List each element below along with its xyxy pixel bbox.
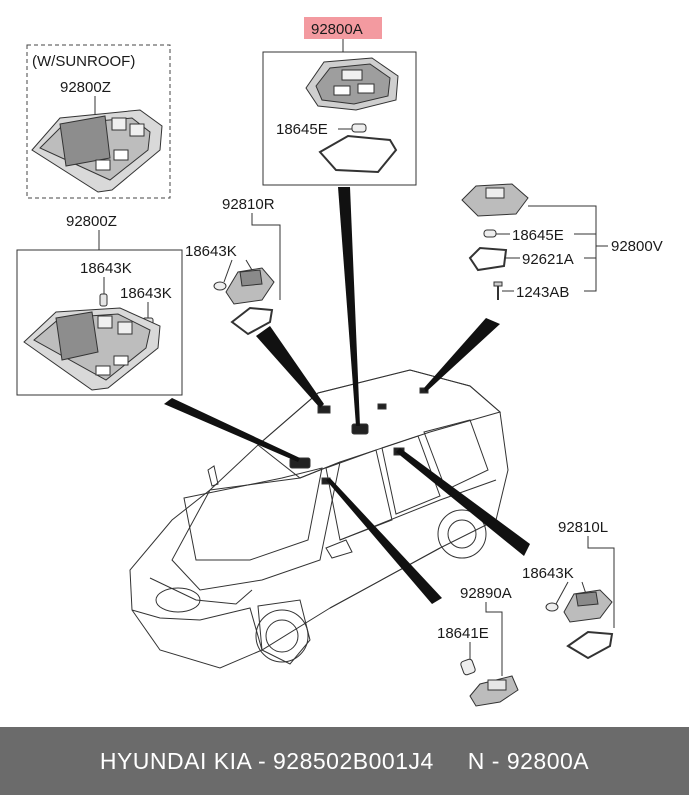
lamp-v-screw-label: 1243AB xyxy=(516,284,569,301)
room-lamp-r-illustration xyxy=(213,267,275,305)
overhead-console-illustration xyxy=(23,307,161,391)
lamp-r-bulb-label: 18643K xyxy=(185,243,237,260)
lamp-v-label: 92800V xyxy=(611,238,663,255)
luggage-lamp-group: 92890A 18641E xyxy=(437,585,519,707)
luggage-lamp-bulb-label: 18641E xyxy=(437,625,489,642)
room-lamp-l-group: 92810L 18643K xyxy=(522,519,615,660)
bulb-icon xyxy=(483,229,497,238)
luggage-lamp-illustration xyxy=(469,675,519,707)
main-bulb-label: 18645E xyxy=(276,121,328,138)
lamp-v-lens-label: 92621A xyxy=(522,251,574,268)
lamp-v-illustration xyxy=(461,183,529,217)
bulb-icon xyxy=(460,658,476,676)
lamp-r-label: 92810R xyxy=(222,196,275,213)
room-lamp-l-illustration xyxy=(545,589,613,623)
sunroof-overhead-console-illustration xyxy=(31,109,163,193)
lamp-l-label: 92810L xyxy=(558,519,608,536)
lamp-l-bulb-label: 18643K xyxy=(522,565,574,582)
overhead-lamp-z-box: 92800Z 18643K 18643K xyxy=(16,213,183,396)
bulb-icon xyxy=(351,123,367,133)
lens-illustration xyxy=(318,134,398,174)
sunroof-part-label: 92800Z xyxy=(60,79,111,96)
lamp-z-bulb-label-2: 18643K xyxy=(120,285,172,302)
sunroof-variant-box: (W/SUNROOF) 92800Z xyxy=(26,44,171,199)
main-lamp-label: 92800A xyxy=(311,21,363,38)
vehicle-illustration xyxy=(129,369,509,669)
lamp-z-label: 92800Z xyxy=(66,213,117,230)
main-overhead-lamp-group: 92800A 18645E xyxy=(262,17,417,186)
sunroof-note-label: (W/SUNROOF) xyxy=(32,53,135,70)
callout-leaders xyxy=(164,187,530,604)
lens-illustration xyxy=(230,306,274,336)
screw-icon xyxy=(493,281,503,300)
main-lamp-highlight xyxy=(304,17,382,39)
overhead-lamp-v-group: 18645E 92621A 1243AB 92800V xyxy=(461,183,663,301)
room-lamp-r-group: 92810R 18643K xyxy=(185,196,281,336)
footer-reference-number: N - 92800A xyxy=(467,747,590,774)
parts-diagram: (W/SUNROOF) 92800Z 92800Z 18643K 18643K xyxy=(16,17,663,707)
lens-illustration xyxy=(468,246,508,272)
footer-part-number: HYUNDAI KIA - 928502B001J4 xyxy=(99,747,434,774)
lens-illustration xyxy=(566,630,614,660)
bulb-icon xyxy=(99,293,108,307)
lamp-v-bulb-label: 18645E xyxy=(512,227,564,244)
luggage-lamp-label: 92890A xyxy=(460,585,512,602)
footer-bar: HYUNDAI KIA - 928502B001J4 N - 92800A xyxy=(0,727,689,795)
lamp-z-bulb-label-1: 18643K xyxy=(80,260,132,277)
main-console-illustration xyxy=(305,57,399,111)
